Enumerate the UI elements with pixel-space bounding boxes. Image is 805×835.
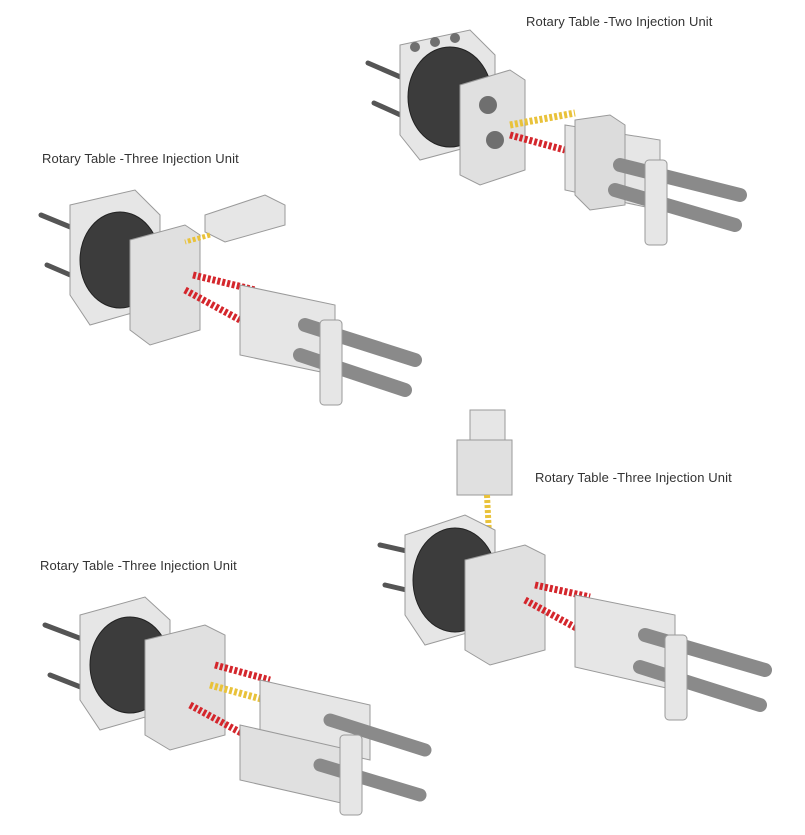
caption-two-injection-unit: Rotary Table -Two Injection Unit [526, 14, 713, 29]
vertical-injection-unit [184, 194, 286, 245]
injection-unit [574, 594, 772, 721]
injection-unit [239, 284, 422, 406]
vertical-injection-unit [456, 409, 513, 556]
machine-two-injection-unit [365, 29, 747, 246]
machine-three-injection-unit-a [38, 189, 422, 406]
fixed-platen [459, 69, 526, 186]
injection-screw-red-2 [523, 596, 582, 634]
injection-screw-red-1 [214, 661, 271, 684]
machine-three-injection-unit-b [377, 409, 772, 721]
fixed-platen [129, 224, 201, 346]
injection-screw-red-2 [183, 286, 242, 324]
injection-screw-yellow [209, 681, 266, 704]
caption-three-injection-unit-c: Rotary Table -Three Injection Unit [40, 558, 237, 573]
injection-screw-yellow [509, 109, 576, 129]
injection-screw-red-1 [534, 581, 591, 601]
fixed-platen [464, 544, 546, 666]
injection-screw-red [509, 131, 566, 154]
injection-screw-red-1 [192, 271, 256, 294]
fixed-platen [144, 624, 226, 751]
machine-three-injection-unit-c [42, 596, 432, 816]
injection-unit [239, 679, 432, 816]
caption-three-injection-unit-b: Rotary Table -Three Injection Unit [535, 470, 732, 485]
caption-three-injection-unit-a: Rotary Table -Three Injection Unit [42, 151, 239, 166]
injection-screw-red-2 [188, 701, 247, 739]
injection-unit [564, 114, 747, 246]
